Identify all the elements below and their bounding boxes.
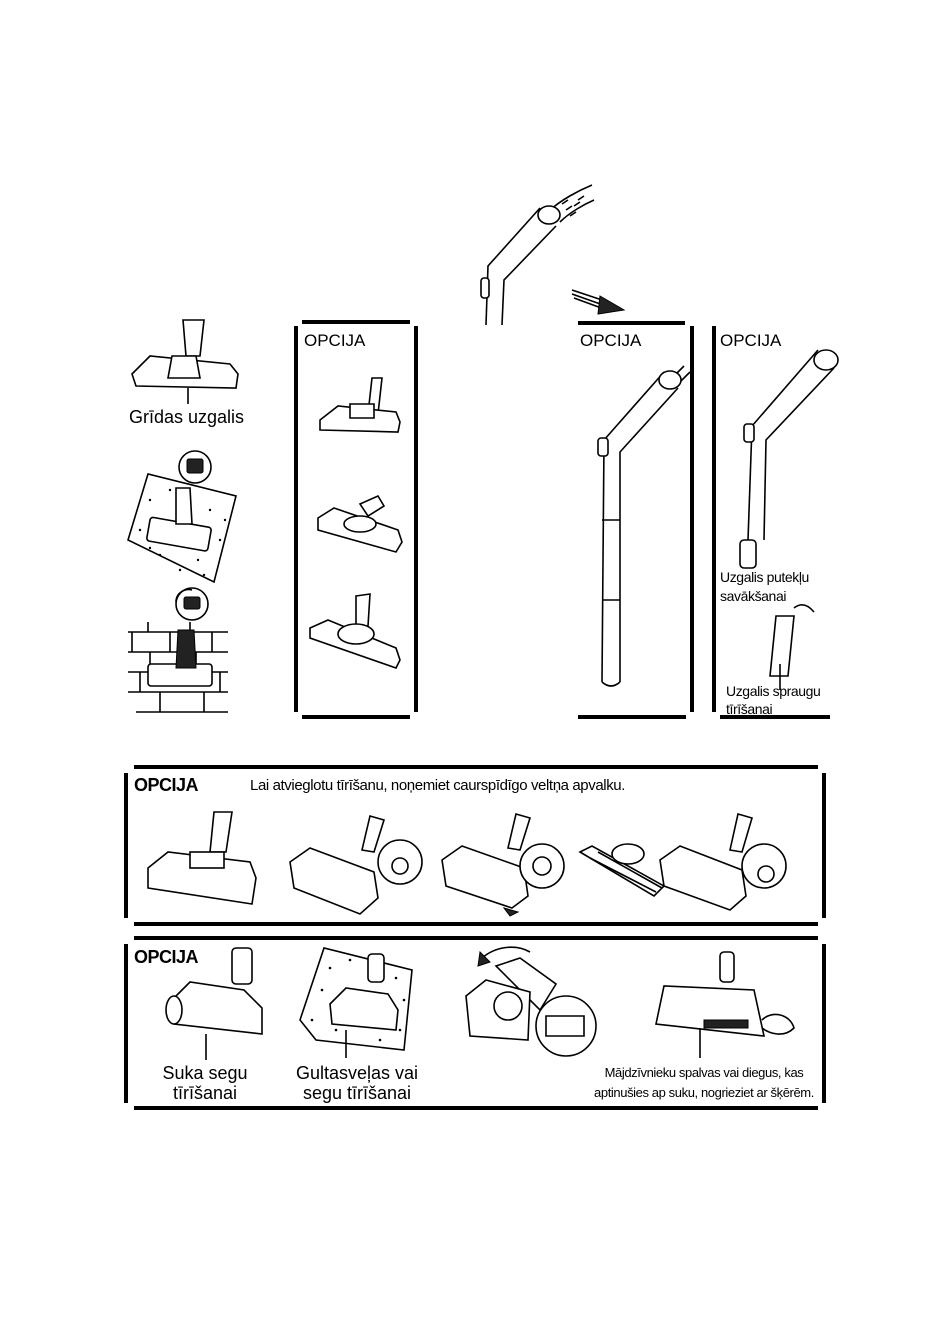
turbo-option-title: OPCIJA [134, 948, 198, 966]
brush-step-2-illustration [290, 816, 422, 914]
option-nozzle-1-illustration [320, 378, 400, 432]
option-panel-a-title: OPCIJA [304, 332, 365, 349]
floor-nozzle-illustration [132, 320, 238, 404]
bedding-label-line2: segu tīrīšanai [282, 1084, 432, 1102]
crevice-nozzle-label-line1: Uzgalis spraugu [726, 684, 820, 698]
hose-tube-illustration [481, 185, 594, 325]
direction-arrow-icon [572, 290, 624, 314]
dust-nozzle-label-line2: savākšanai [720, 589, 786, 603]
rug-brush-label-line2: tīrīšanai [150, 1084, 260, 1102]
option-nozzle-2-illustration [318, 496, 402, 552]
pet-hair-label-line1: Mājdzīvnieku spalvas vai diegus, kas [586, 1066, 822, 1079]
extension-tube-illustration [598, 366, 690, 686]
crevice-nozzle-label-line2: tīrīšanai [726, 702, 772, 716]
bedding-label-line1: Gultasveļas vai [282, 1064, 432, 1082]
pet-hair-label-line2: aptinušies ap suku, nogrieziet ar šķērēm… [586, 1086, 822, 1099]
turbo-hair-removal-illustration [656, 952, 794, 1058]
floor-nozzle-label: Grīdas uzgalis [129, 408, 244, 426]
brush-option-instruction: Lai atvieglotu tīrīšanu, noņemiet caursp… [250, 778, 625, 793]
crevice-nozzle-illustration [770, 605, 814, 690]
option-panel-b-title: OPCIJA [580, 332, 641, 349]
turbo-on-bedding-illustration [300, 948, 412, 1058]
option-nozzle-3-illustration [310, 594, 400, 668]
rug-brush-label-line1: Suka segu [150, 1064, 260, 1082]
brush-step-3-illustration [442, 814, 564, 916]
option-panel-c-title: OPCIJA [720, 332, 781, 349]
brush-step-5-illustration [660, 814, 786, 910]
nozzle-on-carpet-illustration [128, 451, 236, 582]
dust-nozzle-label-line1: Uzgalis putekļu [720, 570, 809, 584]
brush-step-1-illustration [148, 812, 256, 904]
dust-nozzle-tube-illustration [740, 350, 838, 568]
brush-option-title: OPCIJA [134, 776, 198, 794]
nozzle-on-hard-floor-illustration [128, 588, 228, 712]
brush-step-4-illustration [580, 844, 664, 896]
turbo-cleaning-illustration [466, 947, 596, 1056]
